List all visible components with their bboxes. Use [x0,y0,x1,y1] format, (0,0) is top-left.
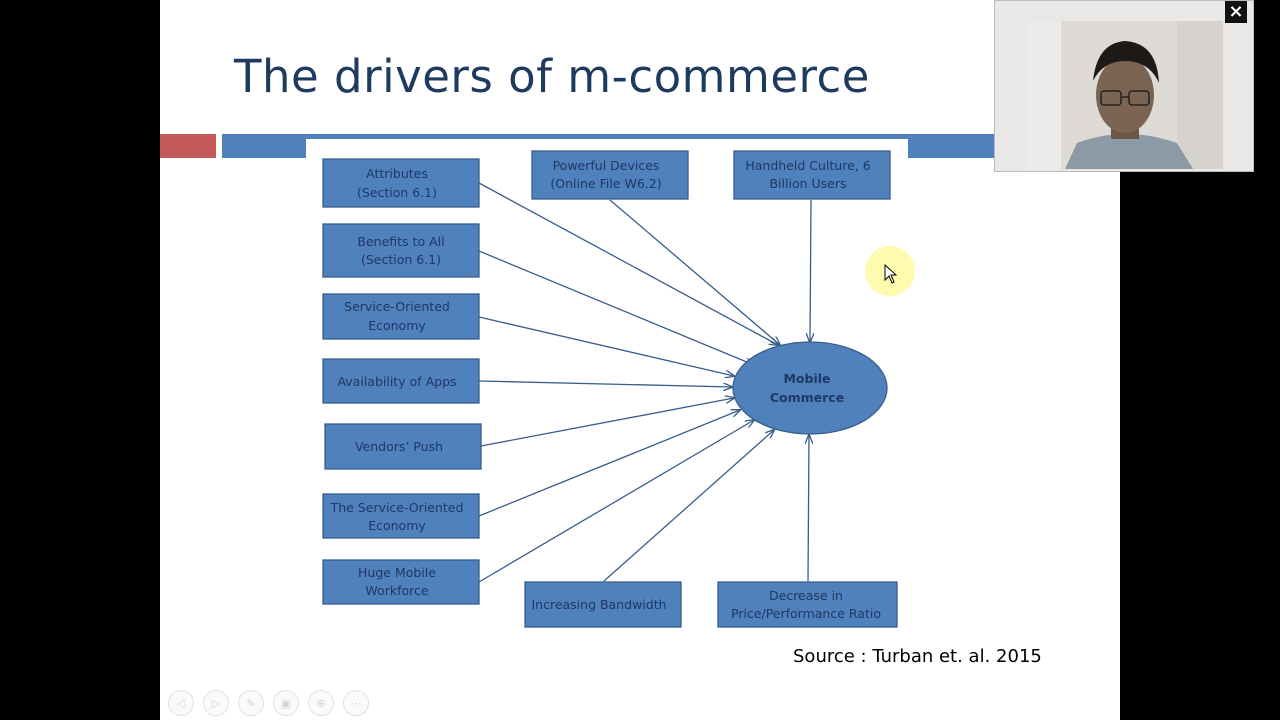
slide-title: The drivers of m-commerce [234,50,870,103]
node-service-oriented-label-1: Service-Oriented [344,299,450,314]
node-attributes-label-2: (Section 6.1) [357,185,437,200]
node-huge-mobile-label-2: Workforce [365,583,428,598]
edge-huge-mobile [478,420,754,583]
node-decrease-price-label-1: Decrease in [769,588,843,603]
node-decrease-price: Decrease in Price/Performance Ratio [717,581,898,628]
close-icon[interactable]: × [1225,1,1247,23]
node-service-oriented-label-2: Economy [368,318,426,333]
title-accent-red [160,134,216,158]
webcam-overlay[interactable]: × [994,0,1254,172]
edge-vendors-push [480,398,734,447]
node-benefits-label-1: Benefits to All [357,234,444,249]
node-vendors-push-label: Vendors’ Push [355,439,443,454]
webcam-feed [1027,21,1223,169]
edge-decrease-price [808,435,809,582]
center-node-label-1: Mobile [783,371,830,386]
node-powerful-devices: Powerful Devices (Online File W6.2) [531,150,689,200]
edge-benefits [478,250,754,365]
node-powerful-devices-label-2: (Online File W6.2) [550,176,661,191]
edge-availability-apps [478,380,732,387]
slides-icon[interactable]: ▣ [273,690,299,716]
next-icon[interactable]: ▷ [203,690,229,716]
node-availability-apps: Availability of Apps [322,358,480,404]
node-handheld-culture-label-1: Handheld Culture, 6 [745,158,870,173]
node-increasing-bandwidth-label: Increasing Bandwidth [531,597,666,612]
node-the-service-oriented: The Service-Oriented Economy [322,493,480,539]
edge-the-service-oriented [478,410,740,517]
presentation-controls: ◁ ▷ ✎ ▣ ⊕ ⋯ [168,690,369,716]
node-benefits-label-2: (Section 6.1) [361,252,441,267]
pen-icon[interactable]: ✎ [238,690,264,716]
edge-handheld-culture [810,199,811,342]
node-the-service-oriented-label-1: The Service-Oriented [330,500,464,515]
node-vendors-push: Vendors’ Push [324,423,482,470]
edge-service-oriented [478,316,734,376]
node-benefits: Benefits to All (Section 6.1) [322,223,480,278]
more-icon[interactable]: ⋯ [343,690,369,716]
node-powerful-devices-label-1: Powerful Devices [553,158,660,173]
previous-icon[interactable]: ◁ [168,690,194,716]
node-huge-mobile-label-1: Huge Mobile [358,565,436,580]
node-attributes: Attributes (Section 6.1) [322,158,480,208]
node-handheld-culture-label-2: Billion Users [769,176,846,191]
slide: The drivers of m-commerce Mobile [160,0,1120,720]
edge-increasing-bandwidth [603,430,774,582]
mouse-cursor-icon [884,264,898,284]
node-increasing-bandwidth: Increasing Bandwidth [524,581,682,628]
node-availability-apps-label: Availability of Apps [337,374,456,389]
edge-powerful-devices [609,199,780,345]
title-accent-blue-left [222,134,306,158]
node-the-service-oriented-label-2: Economy [368,518,426,533]
node-huge-mobile: Huge Mobile Workforce [322,559,480,605]
node-handheld-culture: Handheld Culture, 6 Billion Users [733,150,891,200]
title-accent-thin-line [306,134,908,139]
node-decrease-price-label-2: Price/Performance Ratio [731,606,881,621]
node-service-oriented: Service-Oriented Economy [322,293,480,340]
edge-attributes [478,182,778,345]
node-attributes-label-1: Attributes [366,166,428,181]
center-node-label-2: Commerce [770,390,844,405]
zoom-icon[interactable]: ⊕ [308,690,334,716]
diagram-edges [478,182,811,583]
center-node-mobile-commerce: Mobile Commerce [732,341,888,435]
source-citation: Source : Turban et. al. 2015 [793,646,1042,667]
drivers-diagram: Mobile Commerce Attributes (Section 6.1)… [322,150,898,628]
